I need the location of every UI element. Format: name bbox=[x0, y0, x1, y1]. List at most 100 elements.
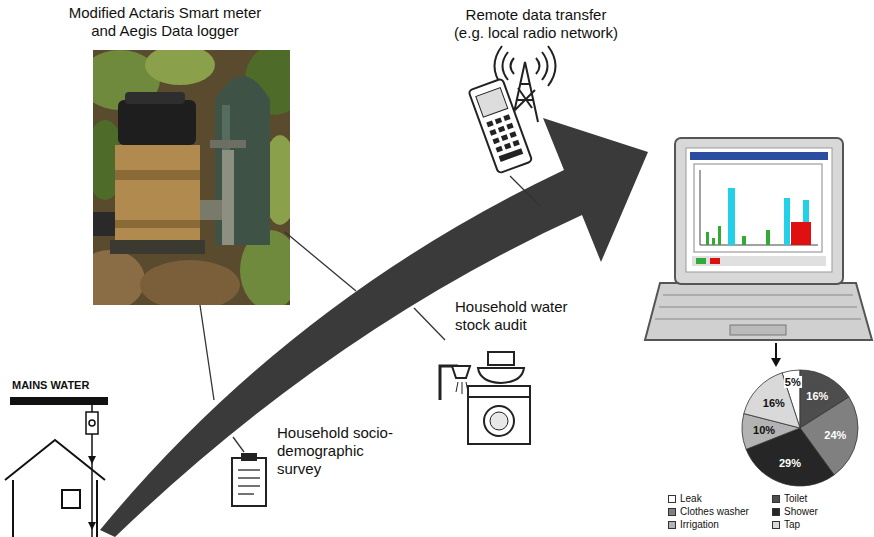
laptop bbox=[645, 138, 872, 340]
transfer-label: Remote data transfer (e.g. local radio n… bbox=[452, 6, 620, 42]
meter-photo bbox=[215, 76, 270, 245]
legend-entry: Leak bbox=[668, 493, 702, 505]
legend-entry: Irrigation bbox=[668, 519, 719, 531]
service-pipe bbox=[86, 405, 98, 537]
survey-clipboard bbox=[238, 485, 260, 487]
mobile-phone bbox=[509, 131, 516, 138]
meter-photo bbox=[93, 50, 290, 305]
mobile-phone bbox=[492, 137, 499, 144]
legend-swatch bbox=[772, 508, 780, 516]
radio-tower bbox=[536, 46, 556, 86]
legend-text: Toilet bbox=[784, 493, 807, 504]
house bbox=[5, 440, 105, 480]
legend-text: Tap bbox=[784, 519, 800, 530]
percent-label: 29% bbox=[778, 456, 802, 468]
survey-clipboard bbox=[232, 453, 266, 506]
mobile-phone bbox=[506, 123, 513, 130]
survey-clipboard bbox=[238, 493, 254, 495]
mobile-phone bbox=[501, 134, 508, 141]
mobile-phone bbox=[504, 143, 511, 150]
appliance-icons bbox=[488, 352, 514, 365]
meter-photo bbox=[125, 92, 185, 104]
laptop bbox=[766, 230, 770, 245]
survey-clipboard bbox=[232, 458, 266, 506]
laptop bbox=[742, 236, 746, 245]
service-pipe bbox=[89, 420, 95, 426]
survey-clipboard bbox=[238, 469, 260, 471]
laptop bbox=[655, 295, 861, 319]
meter-photo bbox=[140, 260, 240, 305]
appliance-icons bbox=[478, 368, 524, 383]
laptop bbox=[686, 148, 832, 272]
laptop bbox=[645, 283, 872, 340]
legend-swatch bbox=[772, 521, 780, 529]
audit-label: Household water stock audit bbox=[455, 298, 575, 334]
laptop bbox=[730, 325, 786, 335]
legend-swatch bbox=[668, 495, 676, 503]
laptop bbox=[663, 295, 853, 296]
service-pipe bbox=[86, 412, 98, 434]
mobile-phone bbox=[499, 148, 524, 162]
mobile-phone bbox=[495, 117, 502, 124]
leader-line bbox=[285, 232, 356, 291]
mains-pipe bbox=[10, 397, 108, 405]
percent-label: 10% bbox=[752, 424, 776, 436]
meter-photo bbox=[110, 240, 205, 254]
meter-photo bbox=[118, 100, 196, 145]
laptop bbox=[659, 307, 857, 308]
laptop bbox=[706, 232, 709, 245]
legend-swatch bbox=[668, 508, 676, 516]
legend-entry: Shower bbox=[772, 506, 818, 518]
legend-swatch bbox=[668, 521, 676, 529]
meter-photo bbox=[115, 145, 200, 240]
photo-heading: Modified Actaris Smart meter and Aegis D… bbox=[65, 4, 265, 40]
pie-chart bbox=[742, 370, 858, 486]
laptop bbox=[690, 152, 828, 160]
laptop bbox=[718, 226, 721, 245]
percent-label: 24% bbox=[823, 429, 847, 441]
radio-tower bbox=[512, 62, 538, 122]
meter-photo bbox=[115, 220, 200, 228]
mobile-phone bbox=[468, 78, 532, 173]
appliance-icons bbox=[468, 396, 530, 398]
down-arrow bbox=[775, 343, 777, 360]
legend-text: Shower bbox=[784, 506, 818, 517]
meter-photo bbox=[210, 140, 246, 148]
down-arrow bbox=[771, 343, 781, 367]
house bbox=[62, 490, 80, 508]
legend-text: Irrigation bbox=[680, 519, 719, 530]
mobile-phone bbox=[498, 126, 505, 133]
laptop bbox=[710, 258, 720, 264]
appliance-icons bbox=[468, 386, 530, 444]
survey-clipboard bbox=[238, 477, 260, 479]
appliance-icons bbox=[490, 412, 508, 430]
legend-swatch bbox=[772, 495, 780, 503]
service-pipe bbox=[88, 522, 96, 530]
appliance-icons bbox=[484, 406, 514, 436]
legend-entry: Tap bbox=[772, 519, 800, 531]
legend-entry: Clothes washer bbox=[668, 506, 749, 518]
appliance-icons bbox=[440, 352, 530, 444]
meter-photo bbox=[93, 212, 118, 236]
laptop bbox=[728, 188, 735, 245]
laptop bbox=[791, 222, 811, 245]
laptop bbox=[655, 319, 861, 320]
mobile-phone bbox=[503, 114, 510, 121]
mobile-phone bbox=[486, 114, 523, 162]
radio-tower bbox=[515, 84, 535, 110]
laptop bbox=[712, 238, 715, 245]
appliance-icons bbox=[456, 382, 468, 394]
laptop bbox=[694, 164, 822, 252]
house bbox=[5, 440, 105, 537]
legend-text: Leak bbox=[680, 493, 702, 504]
percent-label: 5% bbox=[784, 376, 802, 388]
laptop bbox=[700, 170, 701, 245]
meter-photo bbox=[222, 150, 234, 245]
mobile-phone bbox=[468, 78, 532, 173]
flow-arrow bbox=[100, 118, 648, 537]
survey-clipboard bbox=[238, 470, 260, 494]
mobile-phone bbox=[486, 120, 493, 127]
